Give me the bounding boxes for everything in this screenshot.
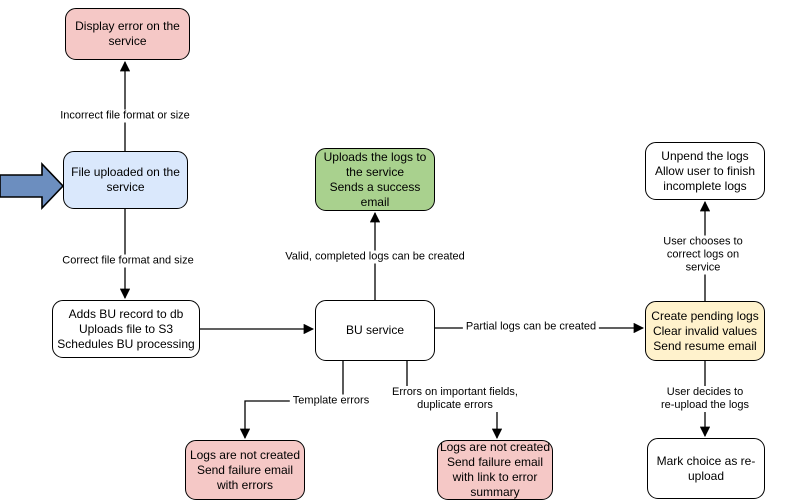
node-display-error-label: Display error on the service <box>75 19 180 48</box>
node-create-pending-logs-label: Create pending logs Clear invalid values… <box>651 308 759 353</box>
edge-label-user-chooses: User chooses to correct logs on service <box>654 235 752 275</box>
node-logs-not-created-summary-label: Logs are not created Send failure email … <box>439 440 551 499</box>
edge-label-template-errors: Template errors <box>289 394 373 408</box>
node-create-pending-logs: Create pending logs Clear invalid values… <box>645 301 765 361</box>
node-file-uploaded: File uploaded on the service <box>63 151 188 209</box>
node-mark-choice-label: Mark choice as re- upload <box>656 453 756 483</box>
node-logs-not-created-errors: Logs are not created Send failure email … <box>185 440 305 500</box>
node-file-uploaded-label: File uploaded on the service <box>71 165 180 194</box>
node-bu-service-label: BU service <box>345 323 404 337</box>
node-adds-bu-record-label: Adds BU record to db Uploads file to S3 … <box>57 306 195 351</box>
edge-label-important-fields: Errors on important fields, duplicate er… <box>389 386 521 412</box>
node-display-error: Display error on the service <box>65 8 190 60</box>
node-uploads-logs-label: Uploads the logs to the service Sends a … <box>323 149 427 209</box>
edge-label-incorrect-format: Incorrect file format or size <box>57 109 193 123</box>
node-adds-bu-record: Adds BU record to db Uploads file to S3 … <box>52 300 200 358</box>
node-logs-not-created-summary: Logs are not created Send failure email … <box>437 440 553 500</box>
node-uploads-logs: Uploads the logs to the service Sends a … <box>315 148 435 211</box>
node-unpend-logs: Unpend the logs Allow user to finish inc… <box>645 142 765 200</box>
edge-label-user-decides: User decides to re-upload the logs <box>657 386 753 412</box>
entry-pointer-arrow-icon <box>0 162 65 210</box>
node-logs-not-created-errors-label: Logs are not created Send failure email … <box>189 447 301 492</box>
edge-label-partial-logs: Partial logs can be created <box>462 320 600 334</box>
node-mark-choice: Mark choice as re- upload <box>647 438 765 499</box>
node-unpend-logs-label: Unpend the logs Allow user to finish inc… <box>654 148 756 193</box>
edge-label-correct-format: Correct file format and size <box>59 254 197 268</box>
node-bu-service: BU service <box>315 300 435 361</box>
edge-label-valid-logs: Valid, completed logs can be created <box>282 250 468 264</box>
